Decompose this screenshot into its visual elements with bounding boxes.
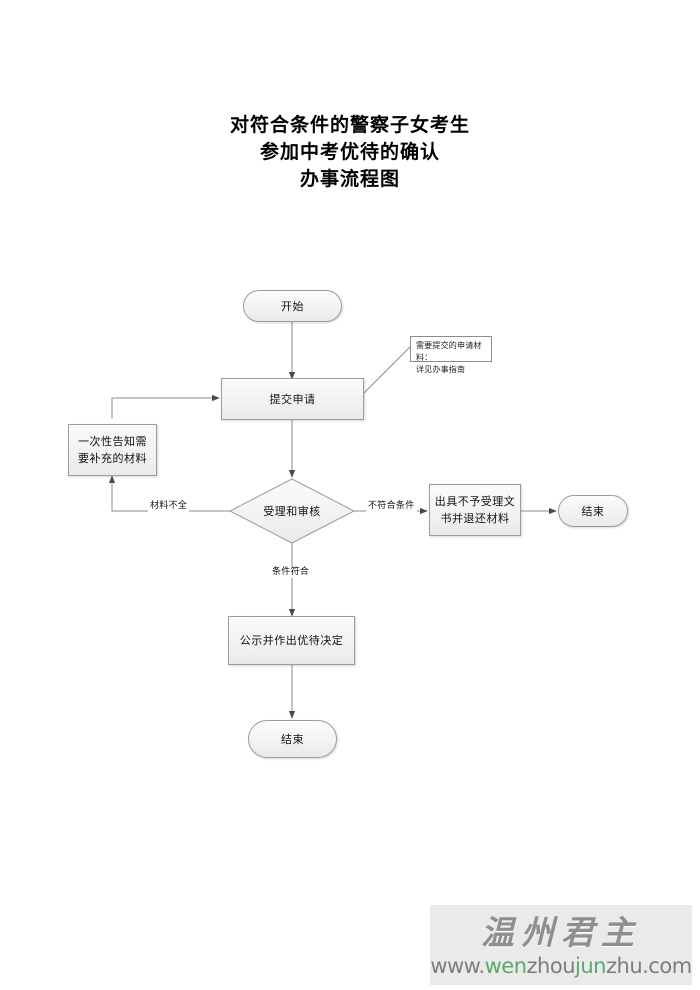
edge-label-not-qualified: 不符合条件: [366, 500, 417, 512]
note-line-1: 需要提交的申请材料：: [416, 341, 482, 362]
node-notify-supplement-materials[interactable]: 一次性告知需 要补充的材料: [68, 424, 157, 476]
node-end-bottom[interactable]: 结束: [248, 720, 337, 758]
edge-submit-to-note: [363, 346, 411, 394]
node-notify-label-line-2: 要补充的材料: [78, 452, 147, 465]
node-review-decision[interactable]: 受理和审核: [230, 497, 354, 525]
node-reject-label-line-2: 书并退还材料: [440, 512, 510, 525]
node-end-right[interactable]: 结束: [558, 495, 628, 527]
edge-notify-to-submit: [111, 394, 220, 419]
watermark-url-part-5: zhu.com: [605, 954, 692, 978]
page-title: 对符合条件的警察子女考生 参加中考优待的确认 办事流程图: [0, 112, 700, 193]
watermark-brand: 温州君主: [481, 913, 641, 952]
node-start[interactable]: 开始: [243, 290, 342, 322]
title-line-1: 对符合条件的警察子女考生: [229, 114, 470, 136]
watermark-url-part-4: jun: [575, 954, 606, 978]
node-reject-document[interactable]: 出具不予受理文 书并退还材料: [429, 484, 521, 536]
title-line-3: 办事流程图: [299, 168, 400, 190]
watermark-url-part-3: zhou: [526, 954, 576, 978]
node-notify-label-line-1: 一次性告知需: [78, 435, 147, 448]
watermark-url: www.wenzhoujunzhu.com: [430, 954, 692, 978]
node-end-right-label: 结束: [581, 504, 605, 518]
node-publicize-decision-label: 公示并作出优待决定: [239, 634, 344, 647]
node-reject-label-line-1: 出具不予受理文: [434, 495, 516, 508]
node-start-label: 开始: [281, 299, 304, 313]
node-publicize-decision[interactable]: 公示并作出优待决定: [228, 616, 355, 665]
title-line-2: 参加中考优待的确认: [259, 141, 440, 163]
edge-label-incomplete-materials: 材料不全: [148, 500, 190, 512]
watermark: 温州君主 www.wenzhoujunzhu.com: [430, 905, 692, 985]
watermark-url-part-1: www.: [430, 954, 485, 978]
node-review-decision-label: 受理和审核: [263, 504, 321, 518]
note-line-2: 详见办事指南: [416, 365, 466, 374]
watermark-url-part-2: wen: [484, 954, 527, 978]
edge-label-qualified: 条件符合: [270, 566, 312, 578]
edge-review-to-notify: [108, 475, 230, 512]
node-end-bottom-label: 结束: [281, 732, 304, 746]
node-submit-application[interactable]: 提交申请: [221, 378, 364, 420]
node-submit-application-label: 提交申请: [269, 392, 316, 406]
note-required-materials: 需要提交的申请材料： 详见办事指南: [410, 336, 492, 374]
